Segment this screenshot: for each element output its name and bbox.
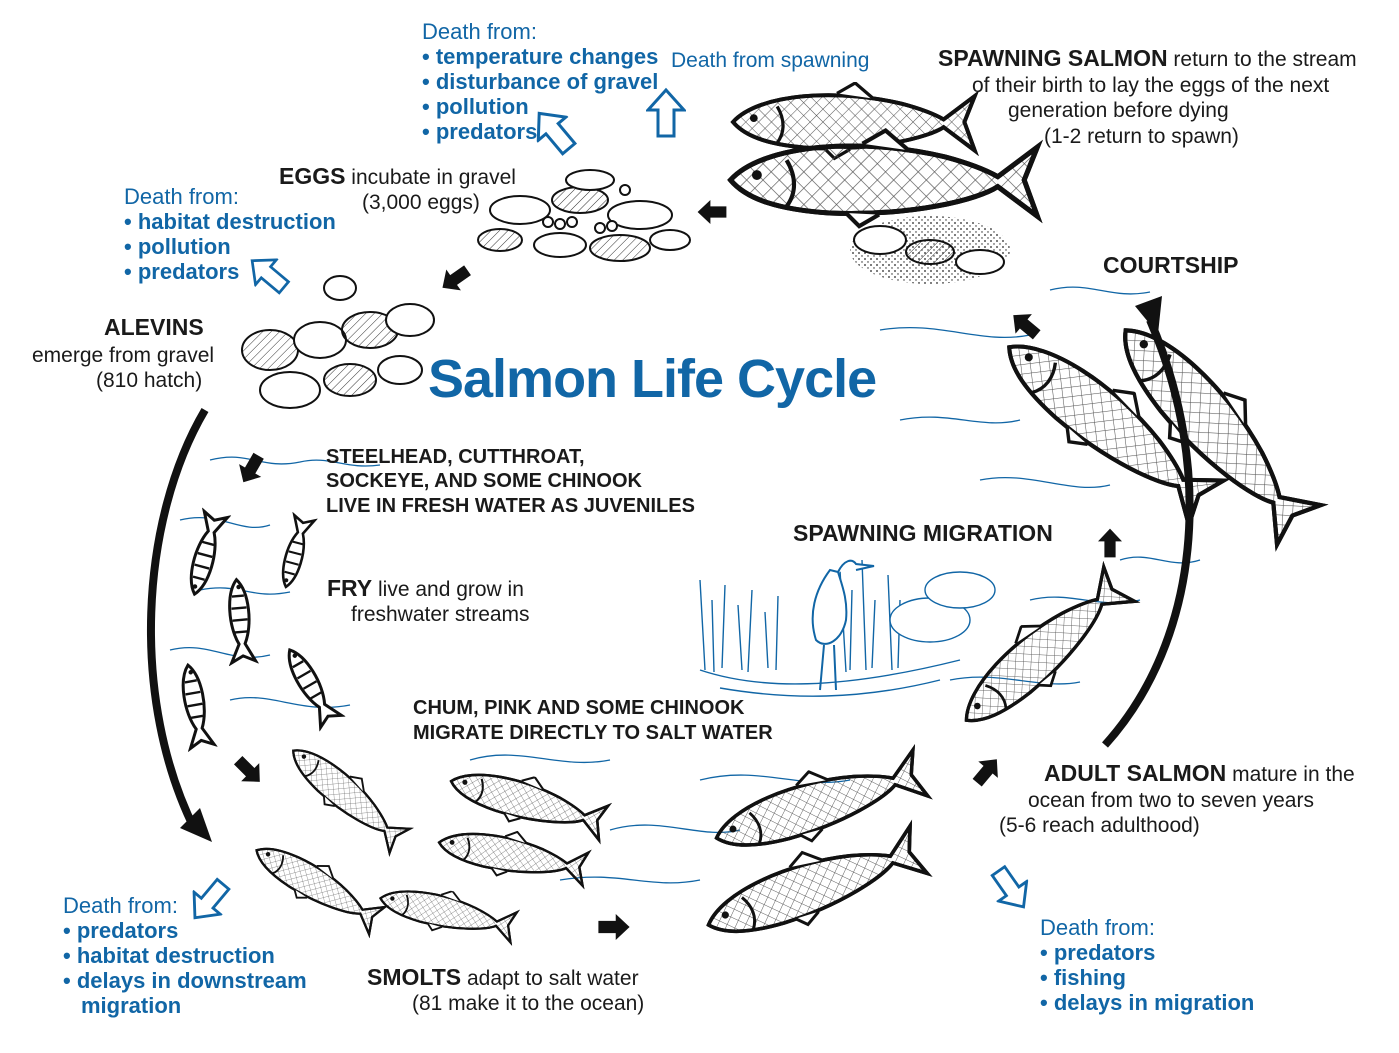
death-smolts-item: delays in downstream [63,968,307,993]
death-adults-block: Death from: predators fishing delays in … [1040,915,1254,1015]
cycle-arrowhead-left [180,808,212,842]
fry-fish-4 [174,661,216,750]
cycle-arrowhead-right [1135,296,1162,334]
fry-desc2: freshwater streams [351,603,530,626]
eggs-gravel [477,169,691,262]
arrow-ocean-to-migration [967,751,1007,791]
arrow-eggs-to-alevins [435,259,475,299]
smolt-fish-2 [443,755,612,847]
alevins-desc1: emerge from gravel [32,344,215,367]
death-eggs-block: Death from: temperature changes disturba… [422,19,658,144]
arrow-fry-to-smolt [229,751,269,791]
spawning-salmon-desc2: of their birth to lay the eggs of the ne… [972,74,1330,97]
arrow-courtship-to-spawning [1005,305,1045,345]
death-alevins-item: habitat destruction [124,209,336,234]
spawning-salmon-line1: SPAWNING SALMON return to the stream [938,46,1357,72]
freshwater-note-line: SOCKEYE, AND SOME CHINOOK [326,470,642,492]
death-alevins-list: habitat destruction pollution predators [124,209,336,284]
death-smolts-item: migration [81,993,182,1018]
spawning-salmon-desc3: generation before dying [1008,99,1229,122]
courtship-heading: COURTSHIP [1103,252,1239,278]
death-eggs-item: temperature changes [422,44,659,69]
death-alevins-item: pollution [124,234,336,259]
spawning-salmon-desc1: return to the stream [1167,48,1357,71]
spawning-gravel [850,216,1010,284]
smolt-fish-5 [375,875,520,948]
death-adults-heading: Death from: [1040,915,1155,940]
freshwater-note-line: STEELHEAD, CUTTHROAT, [326,446,585,468]
cycle-arrows [146,318,1194,832]
death-adults-item: predators [1040,940,1254,965]
saltwater-note-line: MIGRATE DIRECTLY TO SALT WATER [413,722,773,744]
alevins-gravel [241,275,435,409]
smolts-desc2: (81 make it to the ocean) [412,992,645,1015]
fry-fish-1 [181,509,229,599]
smolt-fish-3 [433,817,592,892]
eggs-heading: EGGS [279,163,346,189]
adult-salmon-heading: ADULT SALMON [1044,760,1227,786]
diagram-title: Salmon Life Cycle [428,349,877,409]
eggs-line1: EGGS incubate in gravel [279,164,516,190]
spawning-migration-heading: SPAWNING MIGRATION [793,520,1053,546]
saltwater-note-line: CHUM, PINK AND SOME CHINOOK [413,697,745,719]
fry-heading: FRY [327,575,373,601]
smolts-desc1: adapt to salt water [461,967,639,990]
death-eggs-list: temperature changes disturbance of grave… [422,44,659,144]
death-smolts-heading: Death from: [63,893,178,918]
adult-salmon-desc2: ocean from two to seven years [1028,789,1314,812]
adult-salmon-desc3: (5-6 reach adulthood) [999,814,1200,837]
fry-fish-2 [274,513,316,591]
heron [811,559,875,691]
fry-line1: FRY live and grow in [327,576,524,602]
death-adults-item: fishing [1040,965,1254,990]
death-eggs-item: disturbance of gravel [422,69,659,94]
death-adults-item: delays in migration [1040,990,1255,1015]
eggs-desc2: (3,000 eggs) [362,191,480,214]
death-spawning-heading: Death from spawning [671,49,870,72]
death-alevins-block: Death from: habitat destruction pollutio… [124,184,336,284]
arrow-spawn-to-eggs [697,200,727,224]
adult-salmon-line1: ADULT SALMON mature in the [1044,761,1355,787]
spawning-salmon-heading: SPAWNING SALMON [938,45,1168,71]
eggs-desc1: incubate in gravel [345,166,516,189]
smolts-heading: SMOLTS [367,964,462,990]
death-smolts-list: predators habitat destruction delays in … [63,918,307,1018]
death-eggs-heading: Death from: [422,19,537,44]
death-adults-list: predators fishing delays in migration [1040,940,1255,1015]
marsh-reeds [699,559,996,697]
fry-fish-3 [223,577,258,665]
death-alevins-item: predators [124,259,336,284]
death-smolts-item: predators [63,918,307,943]
arrow-alevins-to-fry [232,449,270,489]
arrow-smolt-to-ocean [598,914,630,940]
death-eggs-item: predators [422,119,658,144]
arrow-migration-to-courtship [1098,528,1122,558]
fry-fish-5 [277,642,343,729]
death-arrow-adults [982,859,1040,919]
smolt-fish-1 [278,732,416,858]
adult-salmon-desc1: mature in the [1226,763,1355,786]
alevins-desc2: (810 hatch) [96,369,203,392]
freshwater-note-line: LIVE IN FRESH WATER AS JUVENILES [326,495,695,517]
smolts-line1: SMOLTS adapt to salt water [367,965,639,991]
fry-desc1: live and grow in [372,578,524,601]
alevins-heading: ALEVINS [104,314,204,340]
death-eggs-item: pollution [422,94,658,119]
spawning-salmon-desc4: (1-2 return to spawn) [1044,125,1239,148]
death-smolts-item: habitat destruction [63,943,307,968]
death-alevins-heading: Death from: [124,184,239,209]
death-smolts-block: Death from: predators habitat destructio… [63,893,307,1018]
